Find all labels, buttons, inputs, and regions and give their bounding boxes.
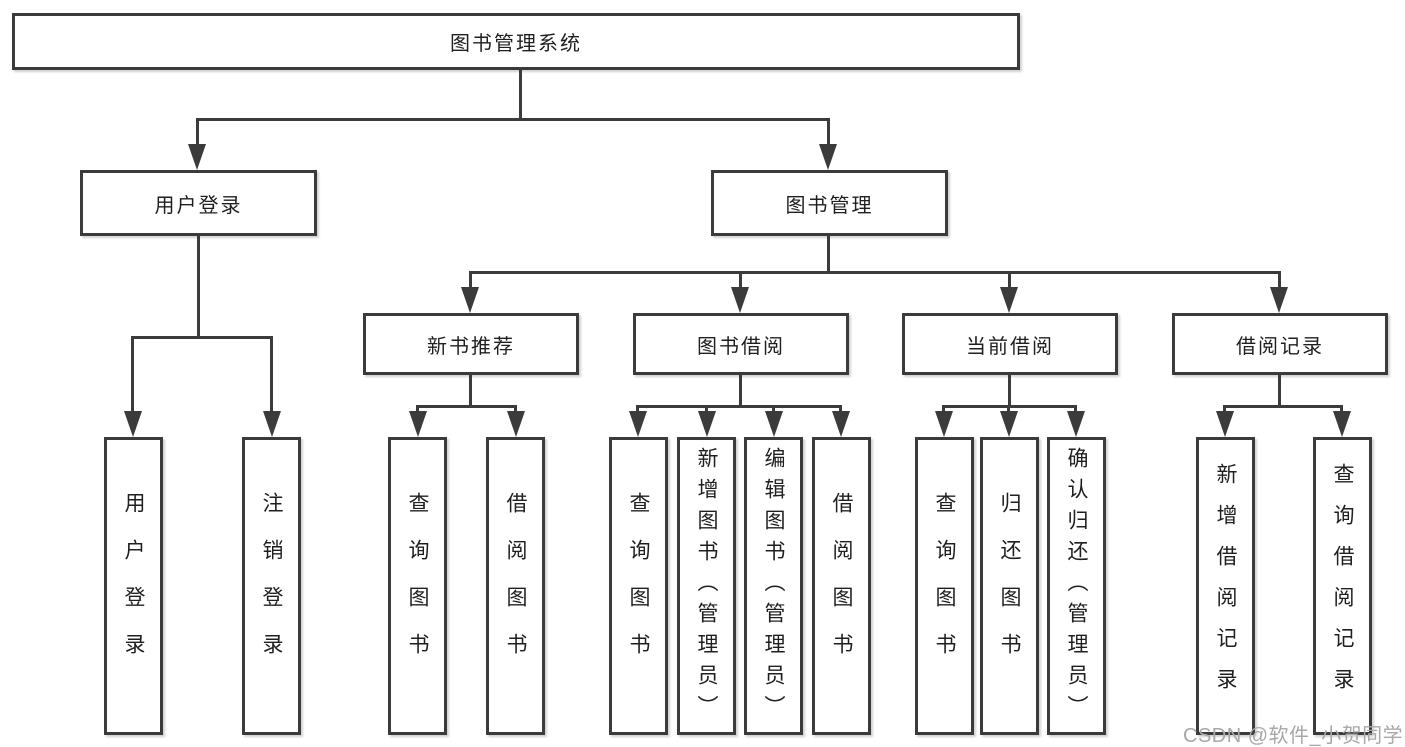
node-label: 图书借阅 (697, 335, 785, 358)
node-label: 图书管理 (785, 194, 874, 217)
connector-arrow-icon (765, 411, 783, 437)
node-label: 查询借阅记录 (1331, 463, 1354, 709)
connector-line (827, 236, 830, 274)
node-label: 注销登录 (260, 492, 283, 680)
connector-line (739, 375, 742, 408)
connector-arrow-icon (819, 144, 837, 170)
node-library-system: 图书管理系统 (12, 13, 1020, 70)
connector-line (519, 70, 522, 120)
leaf-query-books-recommend: 查询图书 (388, 437, 447, 735)
node-label: 图书管理系统 (450, 33, 582, 55)
connector-arrow-icon (409, 411, 427, 437)
connector-line (469, 271, 472, 291)
node-label: 借阅记录 (1236, 335, 1324, 358)
node-label: 新书推荐 (427, 335, 515, 358)
node-borrowing-records: 借阅记录 (1172, 313, 1388, 375)
connector-arrow-icon (1000, 287, 1018, 313)
connector-line (196, 118, 199, 150)
connector-line (1008, 271, 1011, 291)
connector-arrow-icon (124, 411, 142, 437)
connector-line (1008, 375, 1011, 408)
leaf-add-book-admin: 新增图书（管理员） (677, 437, 736, 735)
node-label: 用户登录 (154, 194, 243, 217)
connector-line (131, 336, 273, 339)
node-label: 归还图书 (998, 492, 1021, 680)
connector-line (469, 271, 1280, 274)
leaf-borrow-books-borrowing: 借阅图书 (812, 437, 871, 735)
connector-arrow-icon (188, 144, 206, 170)
node-label: 查询图书 (933, 492, 956, 680)
node-label: 确认归还（管理员） (1065, 446, 1088, 726)
connector-arrow-icon (935, 411, 953, 437)
node-label: 查询图书 (627, 492, 650, 680)
node-book-borrowing: 图书借阅 (633, 313, 849, 375)
connector-arrow-icon (629, 411, 647, 437)
node-label: 用户登录 (122, 492, 145, 680)
leaf-query-books-borrowing: 查询图书 (609, 437, 668, 735)
node-label: 当前借阅 (966, 335, 1054, 358)
leaf-return-books: 归还图书 (980, 437, 1039, 735)
connector-arrow-icon (1333, 411, 1351, 437)
node-label: 新增图书（管理员） (695, 446, 718, 726)
connector-line (827, 118, 830, 150)
node-label: 编辑图书（管理员） (762, 446, 785, 726)
node-label: 新增借阅记录 (1214, 463, 1237, 709)
node-label: 查询图书 (406, 492, 429, 680)
connector-arrow-icon (1216, 411, 1234, 437)
node-label: 借阅图书 (830, 492, 853, 680)
leaf-user-login: 用户登录 (104, 437, 163, 735)
connector-arrow-icon (461, 287, 479, 313)
connector-line (1223, 405, 1343, 408)
connector-arrow-icon (1000, 411, 1018, 437)
leaf-add-borrow-record: 新增借阅记录 (1196, 437, 1255, 735)
node-user-login: 用户登录 (80, 170, 317, 236)
connector-arrow-icon (1270, 287, 1288, 313)
connector-arrow-icon (731, 287, 749, 313)
connector-arrow-icon (832, 411, 850, 437)
connector-line (636, 405, 842, 408)
leaf-borrow-books-recommend: 借阅图书 (486, 437, 545, 735)
connector-line (197, 236, 200, 339)
connector-arrow-icon (263, 411, 281, 437)
connector-arrow-icon (507, 411, 525, 437)
connector-line (131, 336, 134, 416)
connector-arrow-icon (1067, 411, 1085, 437)
leaf-confirm-return-admin: 确认归还（管理员） (1047, 437, 1106, 735)
connector-line (739, 271, 742, 291)
connector-line (1278, 375, 1281, 408)
connector-line (270, 336, 273, 416)
connector-line (196, 118, 830, 121)
node-current-borrowing: 当前借阅 (902, 313, 1118, 375)
node-new-book-recommend: 新书推荐 (363, 313, 579, 375)
connector-arrow-icon (698, 411, 716, 437)
leaf-query-borrow-record: 查询借阅记录 (1313, 437, 1372, 735)
node-label: 借阅图书 (504, 492, 527, 680)
leaf-query-books-current: 查询图书 (915, 437, 974, 735)
csdn-watermark: CSDN @软件_小贺同学 (1183, 725, 1404, 747)
leaf-logout: 注销登录 (242, 437, 301, 735)
connector-line (469, 375, 472, 408)
connector-line (416, 405, 516, 408)
connector-line (1278, 271, 1281, 291)
node-book-management: 图书管理 (711, 170, 948, 236)
leaf-edit-book-admin: 编辑图书（管理员） (744, 437, 803, 735)
